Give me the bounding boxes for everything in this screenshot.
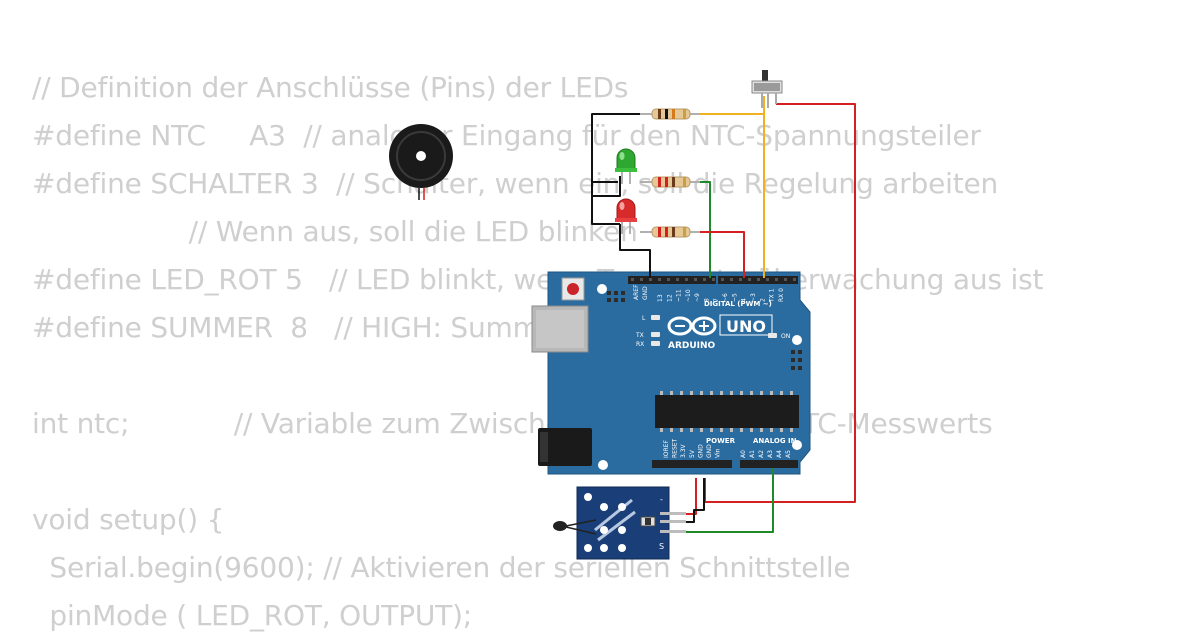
pin-label: ~3 [750,293,757,302]
code-line: void setup() { [32,503,225,536]
uno-label: UNO [726,317,766,336]
piezo-buzzer [389,124,453,200]
icsp-header-right [791,350,802,370]
wire-sensor-gnd [685,478,705,523]
on-led [768,333,777,338]
pin-label: 7 [713,298,720,302]
pin-label-gnd: GND [642,286,649,300]
wire-sensor-signal [685,468,774,533]
sensor-s-label: S [659,542,664,551]
code-line: // Wenn aus, soll die LED blinken [32,215,638,248]
resistor-top [640,108,700,120]
code-line: pinMode ( LED_ROT, OUTPUT); [32,599,473,632]
wire-yellow-pin3 [690,113,765,278]
pin-label: A2 [758,450,765,458]
code-line: #define NTC A3 // analoger Eingang für d… [32,119,981,152]
pin-label: A4 [776,450,783,458]
pin-label: RX 0 [778,288,785,302]
l-led [651,315,660,320]
pin-label: A1 [749,450,756,458]
digital-header-left [628,276,716,284]
pin-label: IOREF [663,440,670,458]
atmega-chip [655,395,799,428]
pin-label: Vin [715,448,722,458]
pin-label: A3 [767,450,774,458]
pin-label: GND [697,444,704,458]
red-led [615,198,637,234]
pin-label: 13 [657,294,664,302]
pin-label: ~9 [694,293,701,302]
arduino-brand: ARDUINO [668,341,716,351]
pin-label: ~5 [731,293,738,302]
resistor-green-led [640,176,700,188]
tx-led-label: TX [635,332,644,339]
code-line: Serial.begin(9600); // Aktivieren der se… [32,551,851,584]
pin-label: GND [706,444,713,458]
wire-gnd-top-resistor [591,113,652,182]
thermistor [553,521,567,531]
resistor-red-led [640,226,700,238]
pin-label-aref: AREF [633,284,640,300]
wire-gnd-red-led [619,224,651,278]
digital-label: DIGITAL (PWM ~) [704,300,772,308]
pin-label: 4 [741,298,748,302]
analog-header [740,460,798,468]
pin-label: ~10 [685,289,692,302]
wire-red-pin5 [690,231,745,278]
pin-label: A0 [740,450,747,458]
rx-led-label: RX [636,341,644,348]
green-led [615,148,637,184]
wire-sensor-vcc [685,478,697,515]
mounting-hole [597,284,607,294]
tx-led [651,332,660,337]
wire-green-pin8 [690,181,711,278]
on-label: ON [781,333,790,340]
power-jack [538,428,592,466]
sensor-minus-label: - [660,495,663,504]
pin-label: ~6 [722,293,729,302]
power-label: POWER [706,437,736,445]
l-led-label: L [642,315,646,322]
pin-label: A5 [785,450,792,458]
icsp-header [607,291,625,302]
pin-label: 2 [759,298,766,302]
reset-button-cap [567,283,579,295]
sensor-pins [660,512,686,533]
mounting-hole [598,460,608,470]
slide-switch [751,70,783,108]
pin-label: 3.3V [680,443,687,458]
pin-label: 12 [666,294,673,302]
pin-label: 8 [704,298,711,302]
arduino-infinity-logo [667,316,717,336]
analog-label: ANALOG IN [753,437,797,445]
code-line: // Definition der Anschlüsse (Pins) der … [32,71,629,104]
mounting-hole [792,335,802,345]
rx-led [651,341,660,346]
ntc-sensor-module: - S [553,486,686,560]
pin-label: ~11 [676,289,683,302]
pin-label: TX 1 [769,288,776,303]
pin-label: RESET [672,438,679,458]
power-header [652,460,732,468]
pin-label: 5V [689,449,696,458]
wire-gnd-green-led [591,176,621,225]
mounting-hole [792,440,802,450]
